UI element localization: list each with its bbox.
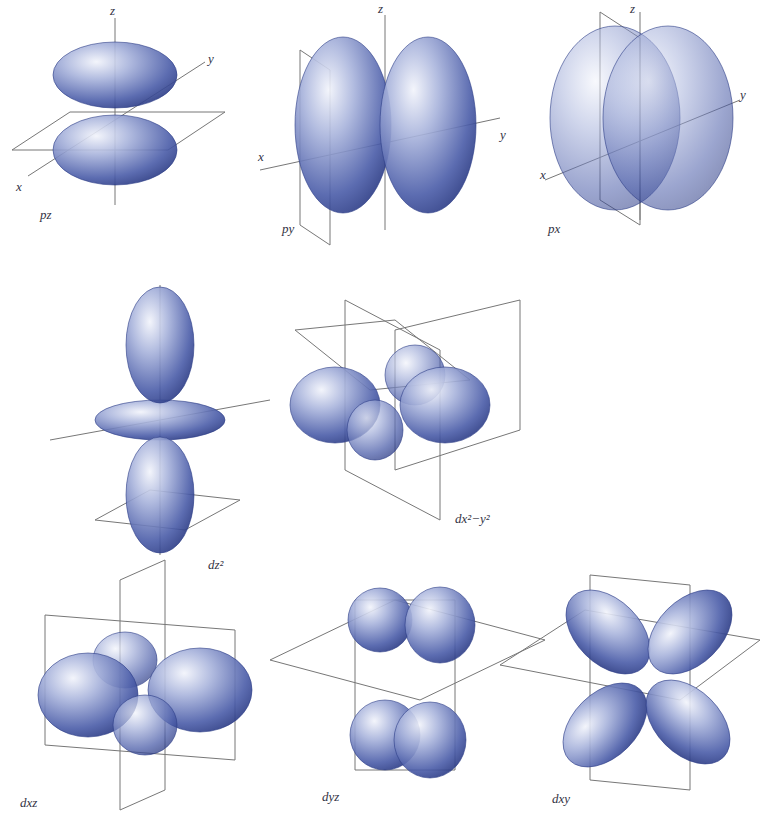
orbital-lobe bbox=[348, 588, 412, 652]
orbital-name: dz² bbox=[208, 558, 223, 571]
orbital-lobe bbox=[53, 42, 177, 108]
axis-label: y bbox=[740, 88, 746, 101]
axis-label: y bbox=[208, 52, 214, 65]
orbital-torus bbox=[95, 400, 225, 440]
orbital-lobe bbox=[126, 287, 194, 403]
orbital-lobe bbox=[126, 437, 194, 553]
nodal-plane bbox=[395, 300, 520, 470]
orbital-lobe bbox=[547, 667, 663, 783]
orbital-lobe bbox=[394, 702, 466, 778]
axis-label: x bbox=[258, 150, 264, 163]
orbital-name: px bbox=[548, 222, 560, 235]
orbital-lobe bbox=[550, 574, 666, 690]
axis-line bbox=[50, 400, 270, 440]
axis-label: z bbox=[630, 2, 635, 15]
axis-label: x bbox=[16, 180, 22, 193]
orbital-lobe bbox=[295, 37, 391, 213]
orbital-lobe bbox=[603, 26, 733, 210]
orbital-lobe bbox=[113, 695, 177, 755]
orbital-name: dyz bbox=[322, 790, 339, 803]
orbital-name: dxy bbox=[552, 792, 570, 805]
axis-label: z bbox=[110, 4, 115, 17]
orbital-lobe bbox=[630, 664, 746, 780]
orbital-lobe bbox=[400, 367, 490, 443]
orbital-name: dx²−y² bbox=[455, 512, 490, 525]
orbital-lobe bbox=[632, 574, 748, 690]
orbital-name: pz bbox=[40, 208, 52, 221]
orbital-name: dxz bbox=[20, 796, 37, 809]
orbital-lobe bbox=[405, 587, 475, 663]
orbital-lobe bbox=[53, 115, 177, 185]
axis-label: z bbox=[378, 2, 383, 15]
orbital-lobe bbox=[380, 37, 476, 213]
axis-label: x bbox=[540, 168, 546, 181]
orbital-name: py bbox=[282, 222, 294, 235]
orbital-lobe bbox=[347, 400, 403, 460]
axis-label: y bbox=[500, 128, 506, 141]
